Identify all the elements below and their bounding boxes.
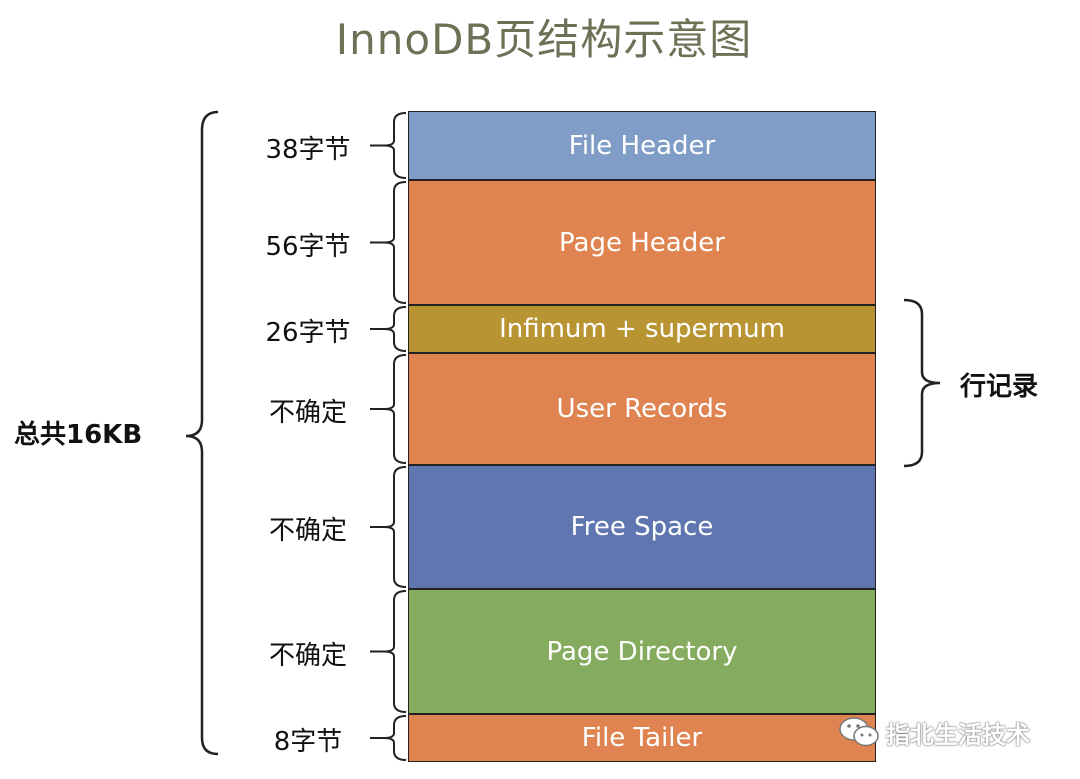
size-label-file-header: 38字节 xyxy=(265,134,351,165)
block-page-header: Page Header xyxy=(408,180,876,305)
block-label: File Header xyxy=(568,130,716,161)
block-page-directory: Page Directory xyxy=(408,589,876,714)
block-label: File Tailer xyxy=(581,723,703,753)
block-file-header: File Header xyxy=(408,111,876,180)
size-label-user-records: 不确定 xyxy=(268,398,347,428)
block-label: Infimum + supermum xyxy=(499,314,785,344)
size-label-free-space: 不确定 xyxy=(268,516,347,546)
total-brace xyxy=(185,110,219,756)
block-label: Page Directory xyxy=(546,636,738,667)
brace-infimum-supermum xyxy=(383,306,407,352)
brace-page-directory xyxy=(383,590,407,713)
brace-user-records xyxy=(383,354,407,464)
diagram-title: InnoDB页结构示意图 xyxy=(335,15,753,64)
watermark: 指北生活技术 xyxy=(838,712,1030,752)
brace-file-header xyxy=(383,112,407,179)
brace-free-space xyxy=(383,466,407,588)
watermark-text: 指北生活技术 xyxy=(886,720,1030,749)
brace-file-tailer xyxy=(383,715,407,761)
size-label-file-tailer: 8字节 xyxy=(273,727,343,757)
row-records-label: 行记录 xyxy=(960,372,1039,402)
brace-page-header xyxy=(383,181,407,304)
block-braces xyxy=(370,112,407,761)
block-infimum-supermum: Infimum + supermum xyxy=(408,305,876,353)
block-label: Free Space xyxy=(570,512,714,542)
size-label-page-directory: 不确定 xyxy=(268,640,347,671)
rows-brace xyxy=(903,298,941,468)
block-label: User Records xyxy=(556,394,728,424)
total-size-label: 总共16KB xyxy=(14,420,143,450)
size-label-page-header: 56字节 xyxy=(265,231,351,262)
wechat-icon xyxy=(839,717,879,747)
block-user-records: User Records xyxy=(408,353,876,465)
block-label: Page Header xyxy=(559,227,725,258)
size-label-infimum-supermum: 26字节 xyxy=(265,318,351,348)
block-free-space: Free Space xyxy=(408,465,876,589)
block-file-tailer: File Tailer xyxy=(408,714,876,762)
